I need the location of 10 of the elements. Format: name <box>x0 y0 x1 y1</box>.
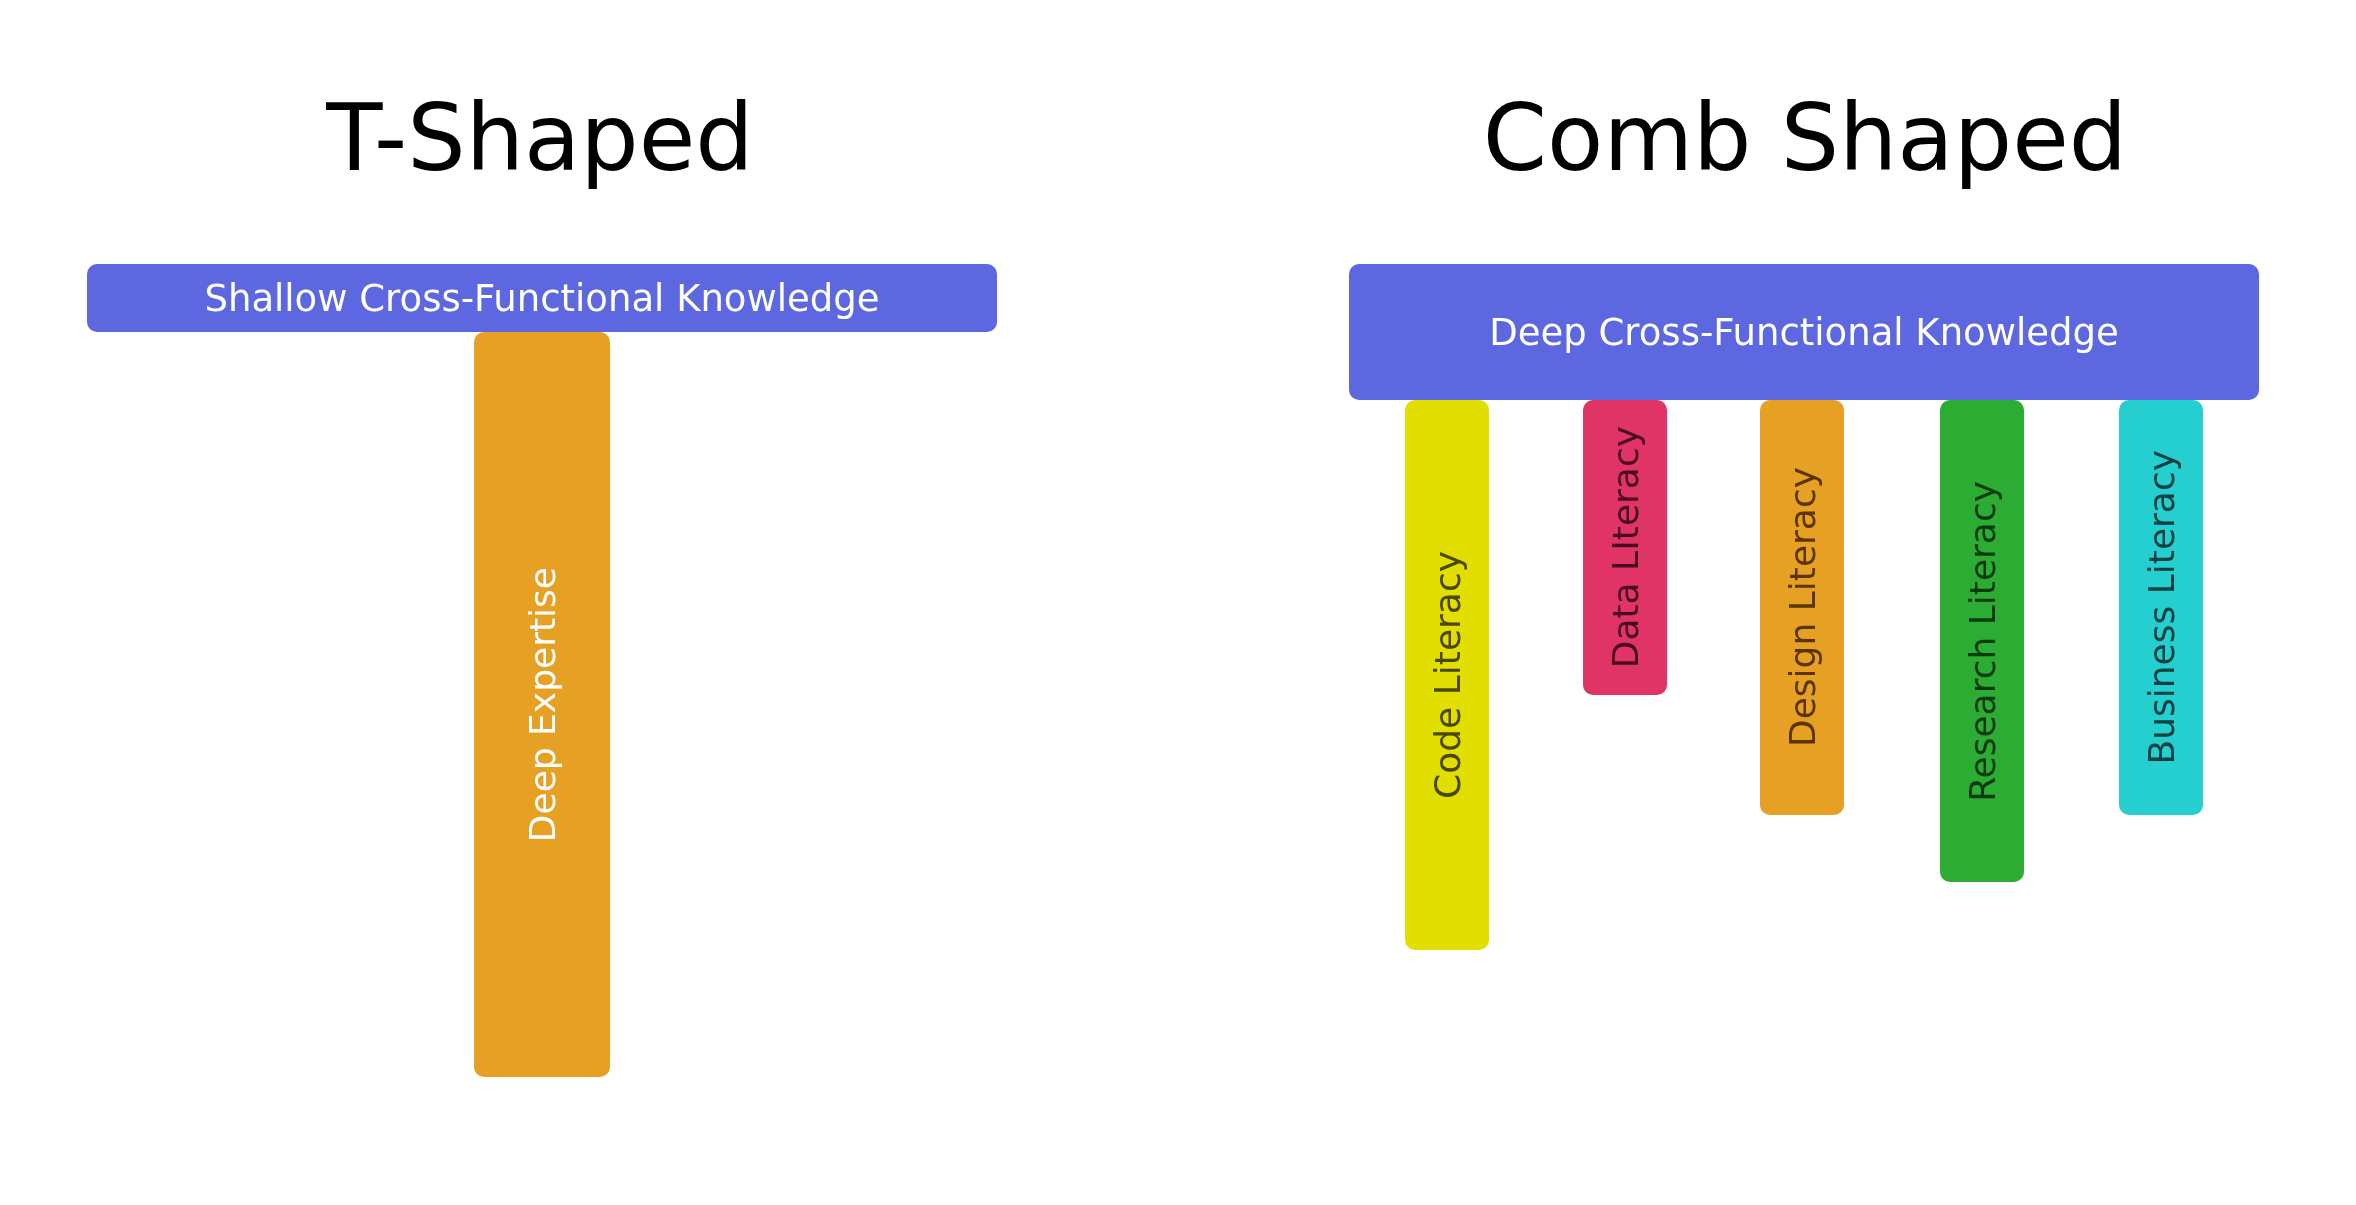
literacy-bar: Design Literacy <box>1760 400 1844 815</box>
knowledge-bar: Shallow Cross-Functional Knowledge <box>87 264 997 332</box>
section-heading: Comb Shaped <box>1482 85 2128 192</box>
literacy-bar: Data LIteracy <box>1583 400 1667 695</box>
literacy-bar: Business Literacy <box>2119 400 2203 815</box>
expertise-bar: Deep Expertise <box>474 332 610 1077</box>
section-heading: T-Shaped <box>326 85 754 192</box>
literacy-bar: Code Literacy <box>1405 400 1489 950</box>
knowledge-bar: Deep Cross-Functional Knowledge <box>1349 264 2259 400</box>
literacy-bar: Research Literacy <box>1940 400 2024 882</box>
